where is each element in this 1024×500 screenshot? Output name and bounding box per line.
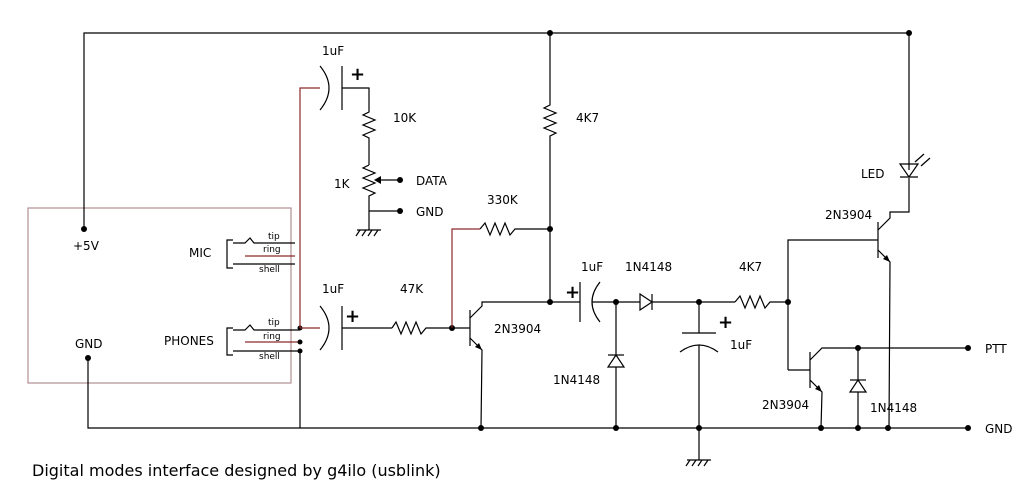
- label-phones: PHONES: [164, 334, 214, 348]
- label-c-top: 1uF: [322, 44, 344, 58]
- resistor-47k: [391, 320, 452, 336]
- label-plus5v: +5V: [73, 239, 100, 253]
- phones-tip-label: tip: [268, 318, 280, 328]
- label-r-330k: 330K: [487, 193, 519, 207]
- diode-d1: [639, 292, 735, 312]
- label-d2: 1N4148: [553, 373, 600, 387]
- resistor-330k: [479, 221, 550, 237]
- label-c-mid: 1uF: [581, 260, 603, 274]
- label-q2: 2N3904: [762, 398, 809, 412]
- label-ptt: PTT: [985, 342, 1007, 356]
- phones-ring-label: ring: [263, 332, 281, 342]
- label-q1: 2N3904: [494, 322, 541, 336]
- cap-in-plus: +: [345, 306, 360, 327]
- label-c-in: 1uF: [322, 282, 344, 296]
- phones-jack: [226, 324, 303, 356]
- wire-330k-left: [451, 228, 480, 328]
- interface-box: [27, 207, 292, 384]
- label-pot-1k: 1K: [334, 177, 351, 191]
- resistor-4k7-b: [734, 294, 788, 310]
- plus5v-rail: [81, 30, 912, 232]
- phones-shell-label: shell: [259, 352, 280, 362]
- label-c-elec: 1uF: [730, 338, 752, 352]
- label-r-10k: 10K: [393, 111, 417, 125]
- label-mic: MIC: [189, 246, 211, 260]
- label-q3: 2N3904: [825, 208, 872, 222]
- caption: Digital modes interface designed by g4il…: [32, 461, 441, 480]
- label-gnd-out: GND: [985, 422, 1013, 436]
- label-gnd-box: GND: [75, 337, 103, 351]
- transistor-q3: [787, 178, 910, 429]
- label-d1: 1N4148: [625, 260, 672, 274]
- label-r-4k7-top: 4K7: [576, 111, 599, 125]
- label-r-4k7-b: 4K7: [739, 260, 762, 274]
- cap-top: [319, 65, 370, 111]
- mic-shell-label: shell: [259, 265, 280, 275]
- label-data: DATA: [416, 174, 448, 188]
- cap-in: [319, 305, 392, 351]
- cap-mid: [550, 281, 640, 323]
- transistor-q1: [452, 301, 550, 429]
- cap-elec: [679, 302, 719, 467]
- mic-jack: [226, 237, 295, 269]
- cap-elec-plus: +: [718, 312, 733, 333]
- diode-d3: [848, 348, 868, 428]
- transistor-q2: [787, 302, 968, 429]
- led: [898, 153, 931, 179]
- mic-tip-label: tip: [268, 232, 280, 242]
- pot-1k: [355, 164, 403, 237]
- label-r-47k: 47K: [400, 282, 424, 296]
- label-gnd-pot: GND: [416, 205, 444, 219]
- label-d3: 1N4148: [870, 401, 917, 415]
- wire-tip-top: [299, 87, 320, 328]
- resistor-10k: [361, 108, 377, 165]
- mic-ring-label: ring: [263, 245, 281, 255]
- cap-top-plus: +: [350, 64, 365, 85]
- diode-d2: [606, 302, 626, 428]
- resistor-4k7-top: [542, 33, 558, 302]
- gnd-rail: [85, 355, 971, 431]
- label-led: LED: [861, 167, 885, 181]
- cap-mid-plus: +: [565, 282, 580, 303]
